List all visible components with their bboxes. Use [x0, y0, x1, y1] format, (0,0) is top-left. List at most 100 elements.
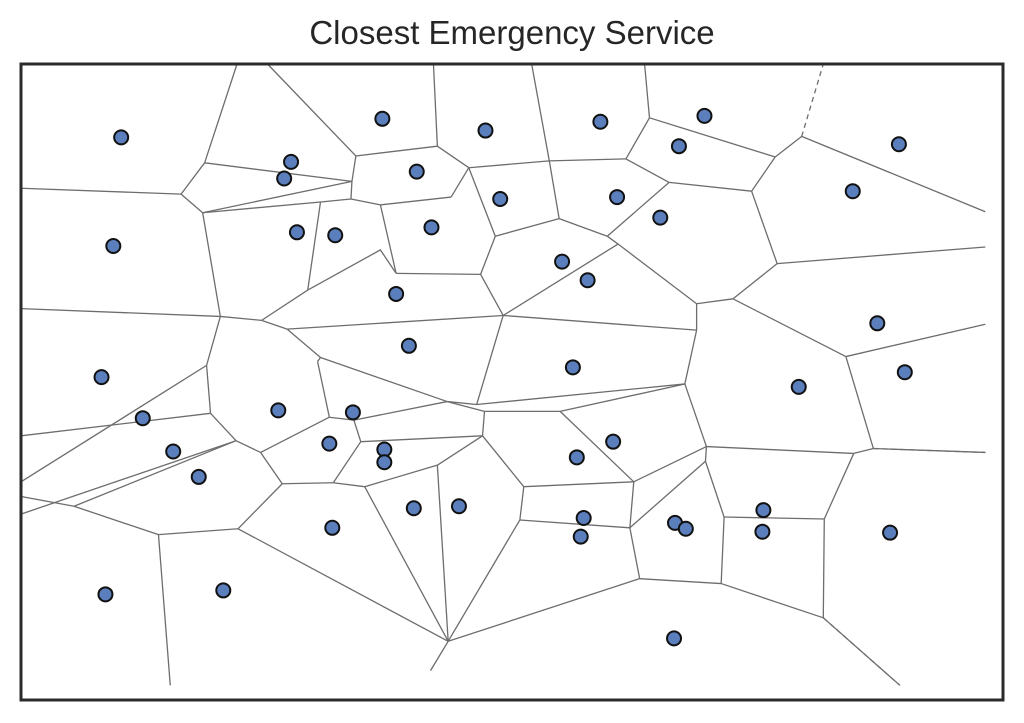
service-site-point — [609, 189, 626, 206]
voronoi-edge — [649, 117, 776, 158]
voronoi-edge — [204, 63, 238, 164]
voronoi-edge — [332, 441, 362, 484]
voronoi-edge — [432, 63, 439, 147]
voronoi-edge — [202, 212, 221, 317]
service-site-point — [344, 404, 361, 421]
service-site-point — [283, 153, 300, 170]
voronoi-edge — [20, 187, 182, 195]
voronoi-edge — [353, 419, 362, 442]
voronoi-edge — [548, 160, 560, 219]
service-site-point — [450, 498, 467, 515]
voronoi-edge — [777, 246, 986, 265]
voronoi-edge — [205, 365, 212, 414]
voronoi-edge — [629, 460, 706, 529]
diagram-title: Closest Emergency Service — [309, 14, 715, 51]
voronoi-edge — [20, 495, 75, 507]
voronoi-edge — [237, 483, 283, 530]
voronoi-edge — [158, 528, 239, 536]
voronoi-edge — [307, 249, 397, 291]
voronoi-edge — [157, 534, 171, 686]
voronoi-edge — [450, 167, 470, 198]
voronoi-edge — [364, 464, 438, 488]
voronoi-edge — [822, 518, 825, 618]
service-site-point — [477, 122, 494, 139]
voronoi-edge — [684, 330, 698, 385]
voronoi-edge — [180, 193, 204, 214]
voronoi-edge — [316, 361, 330, 418]
service-site-point — [575, 510, 592, 527]
service-site-point — [896, 364, 913, 381]
voronoi-edge — [437, 145, 470, 169]
voronoi-edge — [751, 156, 776, 192]
sites-layer — [93, 107, 913, 647]
voronoi-edge — [447, 519, 521, 642]
service-site-point — [652, 209, 669, 226]
voronoi-edge — [704, 461, 725, 518]
voronoi-edge — [447, 400, 485, 412]
voronoi-edge — [447, 400, 477, 406]
voronoi-edge — [210, 412, 237, 442]
service-site-point — [579, 272, 596, 289]
voronoi-edge — [261, 319, 288, 330]
service-site-point — [869, 315, 886, 332]
voronoi-edge — [549, 158, 626, 162]
service-site-point — [890, 136, 907, 153]
voronoi-edge — [559, 410, 635, 483]
voronoi-edge — [724, 516, 825, 520]
voronoi-edge — [317, 357, 322, 362]
voronoi-edge — [220, 315, 262, 322]
voronoi-edge-dashed — [801, 63, 824, 137]
service-site-point — [790, 378, 807, 395]
voronoi-edge — [523, 481, 634, 488]
voronoi-edge — [204, 162, 353, 183]
voronoi-edge-dashed — [873, 447, 986, 454]
service-site-point — [215, 582, 232, 599]
voronoi-edge-dashed — [822, 617, 901, 686]
voronoi-edge — [73, 440, 237, 507]
voronoi-edge — [629, 527, 641, 579]
voronoi-edge — [704, 446, 708, 462]
voronoi-edge — [558, 217, 608, 237]
service-site-point — [592, 113, 609, 130]
voronoi-edge — [261, 289, 309, 321]
voronoi-edge — [531, 63, 550, 161]
voronoi-edge — [482, 435, 525, 488]
voronoi-edge — [237, 528, 449, 642]
voronoi-edge — [320, 198, 352, 203]
voronoi-edge — [643, 63, 651, 118]
voronoi-edge — [503, 314, 697, 331]
voronoi-edge — [380, 196, 452, 206]
voronoi-edge — [307, 201, 322, 291]
service-site-point — [105, 237, 122, 254]
voronoi-edge — [774, 135, 803, 158]
service-site-point — [755, 502, 772, 519]
voronoi-edge — [720, 582, 824, 619]
service-site-point — [408, 163, 425, 180]
voronoi-edge — [519, 486, 525, 521]
voronoi-edge — [205, 316, 221, 366]
service-site-point — [572, 528, 589, 545]
voronoi-edge — [355, 145, 438, 157]
service-site-point — [568, 449, 585, 466]
voronoi-edge — [20, 440, 237, 515]
service-site-point — [113, 129, 130, 146]
voronoi-edge — [73, 505, 159, 536]
service-site-point — [400, 337, 417, 354]
service-site-point — [405, 500, 422, 517]
voronoi-edge — [350, 198, 381, 206]
voronoi-edge — [379, 204, 397, 274]
voronoi-edge — [235, 440, 261, 454]
voronoi-edge — [436, 465, 449, 642]
voronoi-edge — [481, 411, 486, 436]
voronoi-edge — [823, 453, 855, 520]
voronoi-edge — [437, 435, 483, 466]
voronoi-edge — [684, 383, 708, 447]
voronoi-edge — [669, 181, 752, 192]
voronoi-edge — [202, 201, 321, 214]
service-site-point — [134, 410, 151, 427]
voronoi-edge — [853, 447, 874, 455]
voronoi-edge — [732, 298, 847, 358]
voronoi-edge — [625, 117, 651, 160]
voronoi-edge — [502, 243, 619, 317]
service-site-point — [677, 520, 694, 537]
